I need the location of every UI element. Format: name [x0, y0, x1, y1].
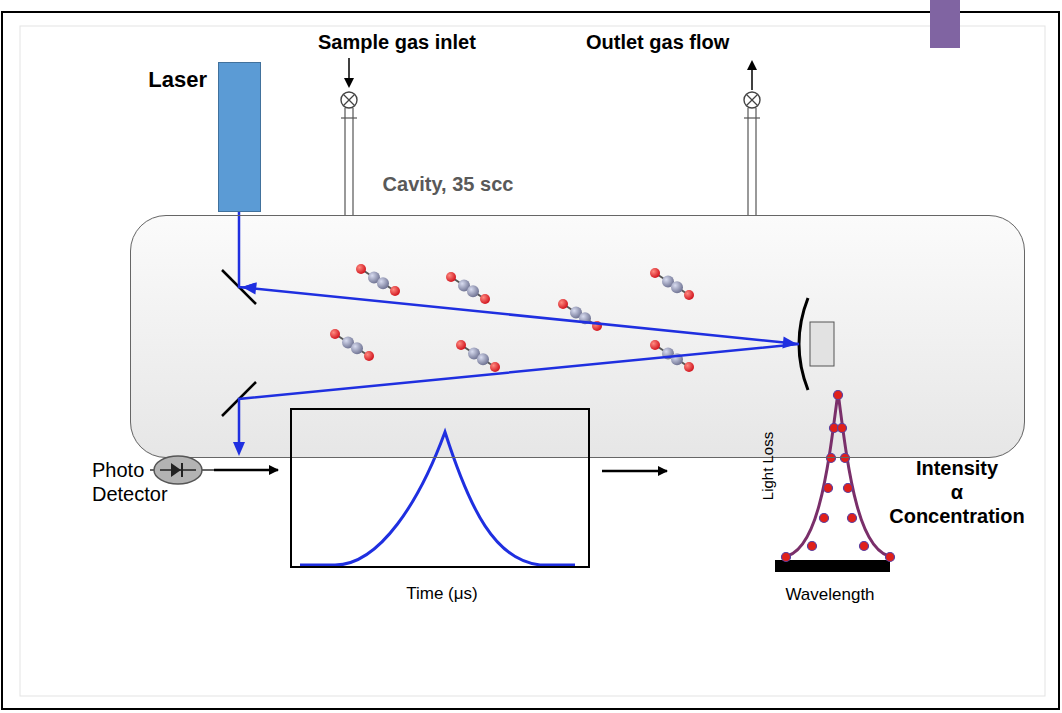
- node-label: Photo Detector: [92, 458, 176, 506]
- node-label: Time (μs): [292, 584, 592, 604]
- laser-beam: [233, 212, 799, 456]
- cavity-box: Cavity, 35 scc: [130, 215, 1025, 458]
- node-label: Laser: [131, 67, 207, 93]
- node-label: Cavity, 35 scc: [363, 172, 533, 196]
- gas-molecules: [330, 264, 694, 372]
- flow-arrow: [214, 469, 278, 472]
- photo-detector: Photo Detector: [88, 455, 214, 511]
- laser-box: Laser: [218, 62, 261, 212]
- spectrum-plot: Light LossWavelength: [745, 385, 905, 613]
- flow-arrow: [602, 470, 667, 473]
- gas-label: Sample gas inlet: [318, 30, 518, 54]
- node-label: Light Loss: [759, 416, 777, 516]
- outer-frame: [2, 12, 1059, 709]
- absorption-spectrum: [775, 391, 895, 573]
- axis-label: Wavelength: [780, 585, 880, 605]
- time-plot-box: Time (μs): [290, 408, 590, 568]
- ringdown-curve: [300, 432, 575, 565]
- cavity-fill: [130, 215, 1025, 458]
- mirror-mount: [810, 322, 834, 366]
- inlet-valve: [341, 58, 357, 215]
- corner-tab: [930, 0, 960, 48]
- inner-frame: [20, 26, 1045, 696]
- curved-mirror: [799, 298, 808, 390]
- gas-label: Outlet gas flow: [586, 30, 786, 54]
- outlet-valve: [744, 60, 760, 215]
- relation-note: Intensity α Concentration: [882, 456, 1032, 528]
